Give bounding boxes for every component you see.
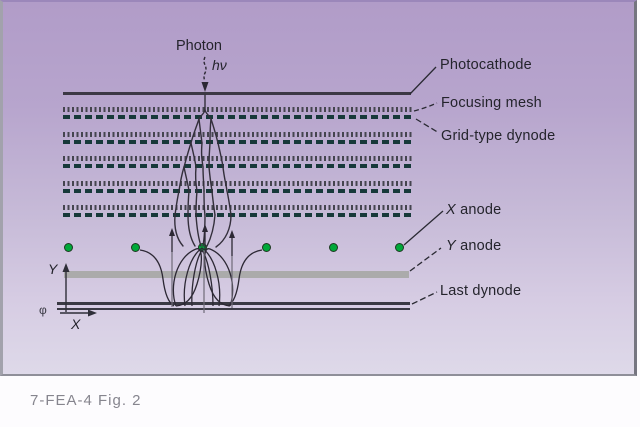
mesh-row-4: [63, 181, 412, 186]
focusing-mesh-label: Focusing mesh: [441, 95, 542, 111]
mesh-row-5: [63, 205, 412, 210]
x-anode-label-prefix: X: [446, 202, 456, 218]
grid-dynode-row-4: [63, 189, 412, 193]
y-axis-arrowhead-icon: [62, 263, 70, 272]
grid-dynode-row-3: [63, 164, 412, 168]
diagram-panel: [0, 0, 637, 376]
focusing-mesh-row: [63, 107, 412, 112]
last-dynode-line-top: [57, 302, 410, 305]
electron-bounce-loops: [139, 247, 263, 307]
photon-arrow-icon: [203, 56, 207, 82]
grid-dynode-row-1: [63, 115, 412, 119]
x-anode-label-rest: anode: [455, 202, 502, 218]
x-anode-dot: [131, 243, 140, 252]
up-arrowhead-icon: [169, 228, 175, 236]
x-anode-dot: [262, 243, 271, 252]
y-axis-label: Y: [48, 261, 58, 277]
grid-dynode-row-2: [63, 140, 412, 144]
axes-lines: [60, 270, 90, 314]
x-axis-arrowhead-icon: [88, 309, 97, 317]
mesh-row-2: [63, 132, 412, 137]
x-anode-dot: [64, 243, 73, 252]
y-anode-label-rest: anode: [455, 238, 502, 254]
y-anode-label: Y anode: [446, 238, 501, 254]
photon-energy-label: hν: [212, 57, 227, 73]
photocathode-label: Photocathode: [440, 57, 532, 73]
y-anode-bar: [64, 271, 409, 278]
x-anode-dot: [329, 243, 338, 252]
phi-axis-label: φ: [39, 303, 47, 317]
photocathode-line: [63, 92, 411, 95]
up-arrowhead-icon: [202, 224, 208, 232]
x-axis-label: X: [71, 316, 81, 332]
x-anode-dot: [395, 243, 404, 252]
y-anode-label-prefix: Y: [446, 238, 456, 254]
photon-arrowhead-icon: [201, 82, 209, 92]
up-arrow-lines: [171, 229, 233, 256]
photon-label: Photon: [176, 38, 222, 54]
grid-type-dynode-label: Grid-type dynode: [441, 128, 556, 144]
x-anode-label: X anode: [446, 202, 501, 218]
leader-lines: [403, 66, 444, 305]
mesh-row-3: [63, 156, 412, 161]
vertical-guide-lines: [171, 250, 233, 313]
electron-cascade-tree: [174, 94, 232, 248]
up-arrowhead-icon: [229, 230, 235, 238]
grid-dynode-row-5: [63, 213, 412, 217]
figure-caption: 7-FEA-4 Fig. 2: [30, 392, 142, 409]
electron-trajectories: [60, 56, 444, 317]
last-dynode-label: Last dynode: [440, 283, 522, 299]
last-dynode-line-bottom: [57, 308, 410, 310]
